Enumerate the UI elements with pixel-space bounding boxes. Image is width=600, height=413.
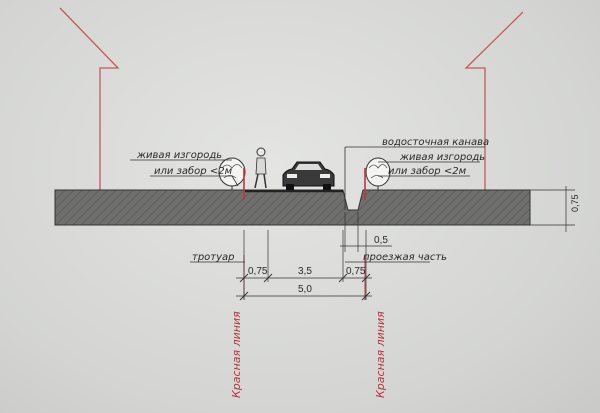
left-hedge-annotation: живая изгородь или забор <2м bbox=[130, 150, 239, 187]
drainage-ditch-label: водосточная канава bbox=[382, 137, 489, 148]
height-value: 0,75 bbox=[570, 194, 580, 212]
ground-section bbox=[54, 189, 531, 226]
right-hedge-label: живая изгородь bbox=[399, 152, 485, 163]
left-red-line-label: Красная линия bbox=[230, 311, 243, 398]
car-icon bbox=[282, 161, 335, 190]
right-hedge bbox=[365, 157, 391, 190]
dimension-chain: 0,75 3,5 0,75 5,0 bbox=[236, 230, 372, 301]
carriageway-label: проезжая часть bbox=[363, 252, 447, 263]
ditch-width-dimension: 0,5 bbox=[340, 212, 392, 252]
ditch-width-value: 0,5 bbox=[374, 235, 388, 246]
left-building-outline bbox=[59, 7, 120, 190]
pedestrian-icon bbox=[254, 147, 267, 189]
left-hedge bbox=[218, 157, 246, 190]
right-building-outline bbox=[464, 11, 524, 190]
right-annotations: водосточная канава живая изгородь или за… bbox=[344, 137, 489, 210]
left-hedge-label: живая изгородь bbox=[136, 150, 222, 161]
dim-sidewalk-right: 0,75 bbox=[346, 266, 366, 277]
dim-total: 5,0 bbox=[298, 284, 312, 295]
sidewalk-label: тротуар bbox=[192, 252, 235, 263]
right-fence-label: или забор <2м bbox=[388, 165, 467, 177]
right-red-line-label: Красная линия bbox=[374, 311, 387, 398]
dim-sidewalk-left: 0,75 bbox=[248, 266, 268, 277]
dim-carriageway: 3,5 bbox=[298, 266, 312, 277]
left-fence-label: или забор <2м bbox=[154, 165, 233, 177]
height-dimension: 0,75 bbox=[530, 186, 580, 232]
